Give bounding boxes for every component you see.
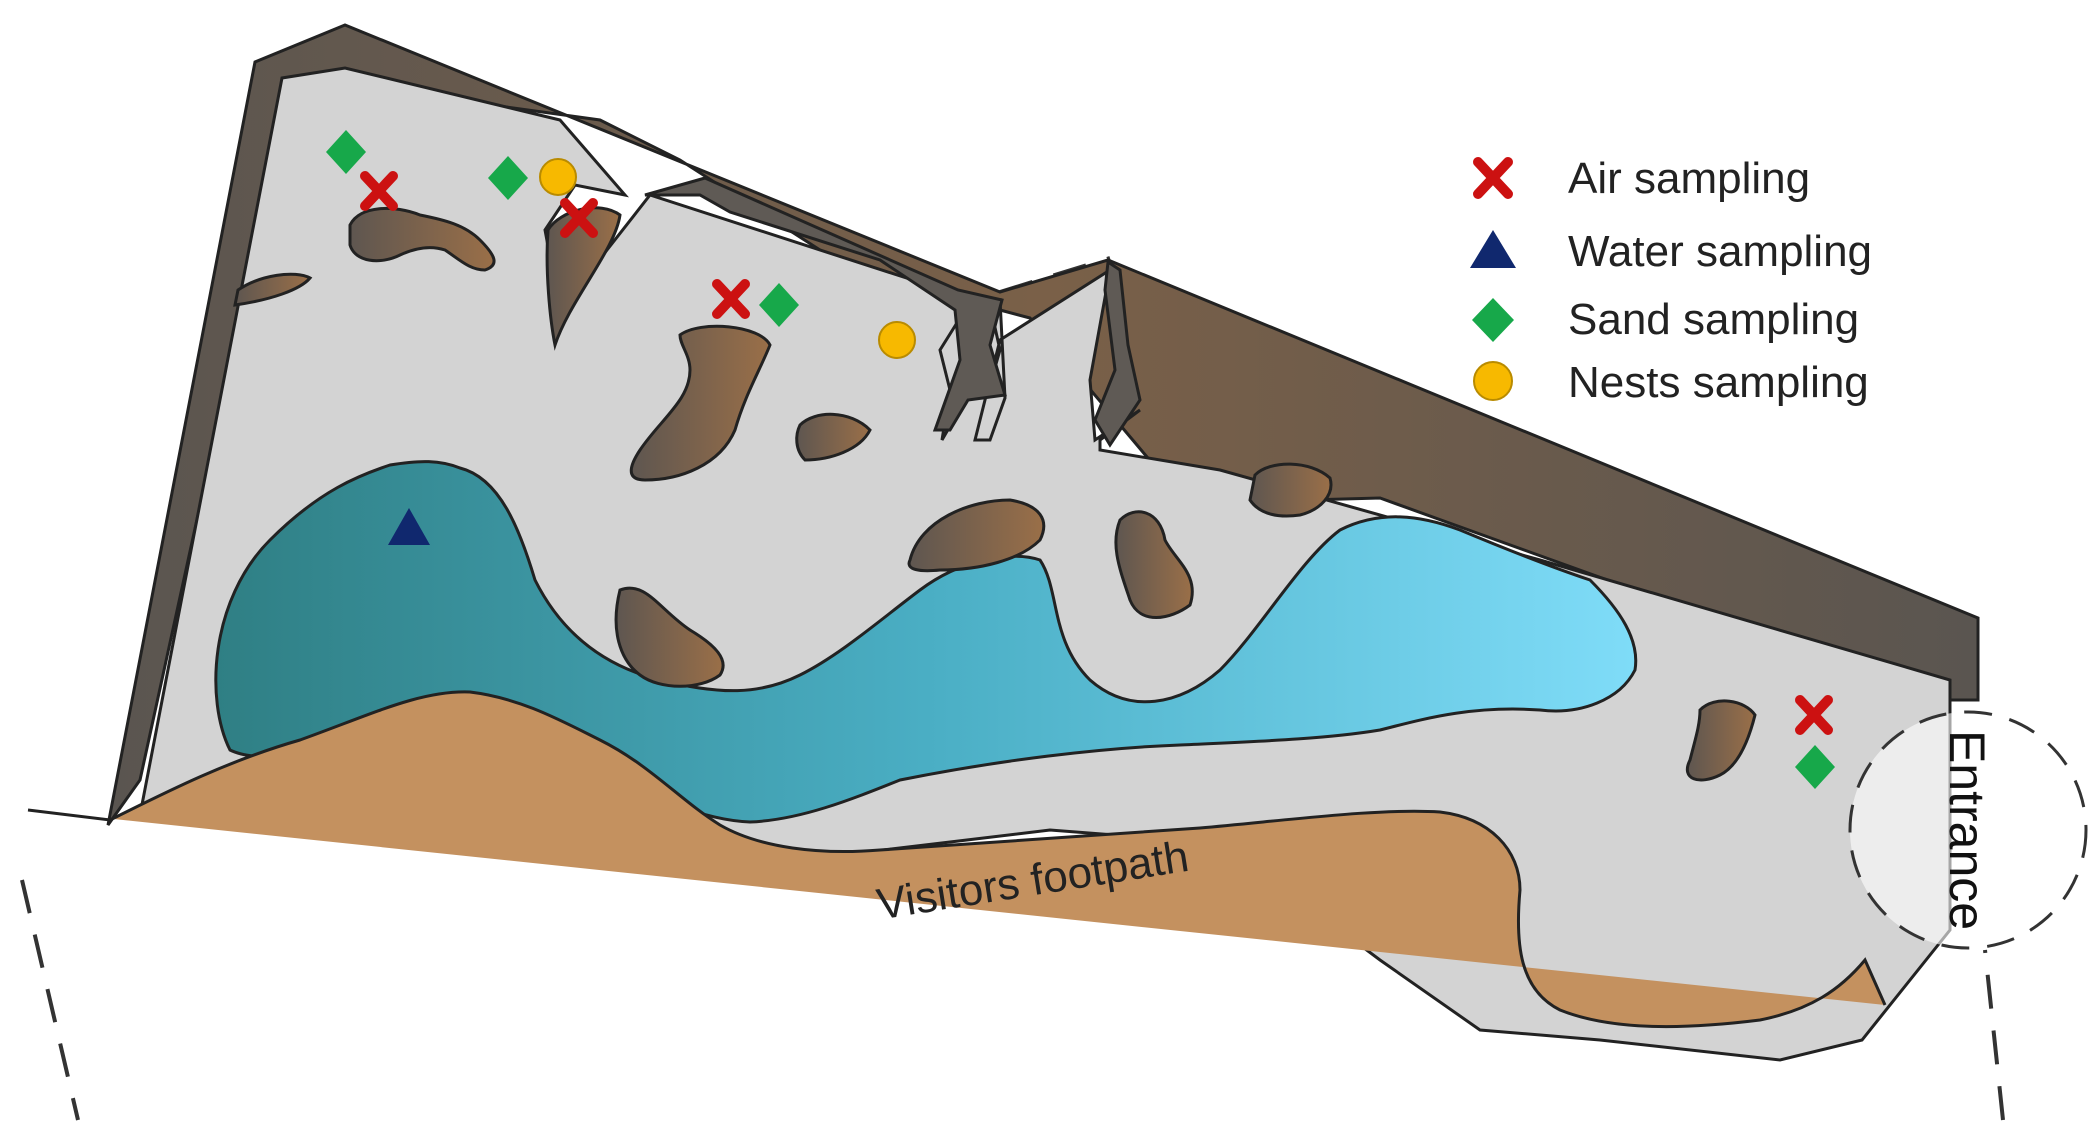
- cross-icon: [1473, 157, 1513, 199]
- rock-inlet-center: [644, 176, 1007, 432]
- legend-item-sand: Sand sampling: [1472, 295, 1859, 344]
- triangle-icon: [1470, 230, 1516, 268]
- air-sampling-marker: [560, 198, 598, 238]
- rock-mid-2: [795, 412, 872, 462]
- air-sampling-marker: [360, 171, 398, 211]
- water-sampling-marker: [388, 508, 430, 545]
- legend-item-air: Air sampling: [1473, 154, 1810, 203]
- sand-sampling-marker: [488, 156, 528, 200]
- diamond-icon: [1472, 298, 1514, 342]
- rock-mid-1: [629, 324, 772, 482]
- legend-item-water: Water sampling: [1470, 227, 1872, 276]
- circle-icon: [1473, 361, 1513, 401]
- nests-sampling-marker: [539, 158, 577, 196]
- rock-mid-4: [614, 586, 725, 688]
- visitors-footpath: [27, 690, 1887, 1029]
- legend: Air sampling Water sampling Sand samplin…: [1470, 154, 1872, 407]
- rock-formations: [233, 206, 1757, 782]
- entrance-label: Entrance: [1939, 730, 1995, 930]
- rock-top-left-1: [348, 206, 496, 272]
- sand-sampling-marker: [1795, 745, 1835, 789]
- rock-right: [1685, 699, 1757, 782]
- sand-sampling-marker: [326, 130, 366, 174]
- entrance-marker: [1848, 710, 2088, 950]
- legend-label-nests: Nests sampling: [1568, 358, 1869, 407]
- sampling-markers: [326, 130, 1835, 789]
- rock-mid-6: [1248, 462, 1333, 518]
- nests-sampling-marker: [878, 321, 916, 359]
- rock-mid-5: [1114, 510, 1194, 619]
- air-sampling-marker: [1795, 695, 1833, 735]
- air-sampling-marker: [712, 279, 750, 319]
- legend-item-nests: Nests sampling: [1473, 358, 1869, 407]
- legend-label-water: Water sampling: [1568, 227, 1872, 276]
- rock-inlet-right: [1093, 259, 1142, 448]
- rock-top-left-2: [233, 272, 313, 307]
- legend-label-sand: Sand sampling: [1568, 295, 1859, 344]
- legend-label-air: Air sampling: [1568, 154, 1810, 203]
- rock-mid-3: [907, 498, 1046, 573]
- sand-sampling-marker: [759, 283, 799, 327]
